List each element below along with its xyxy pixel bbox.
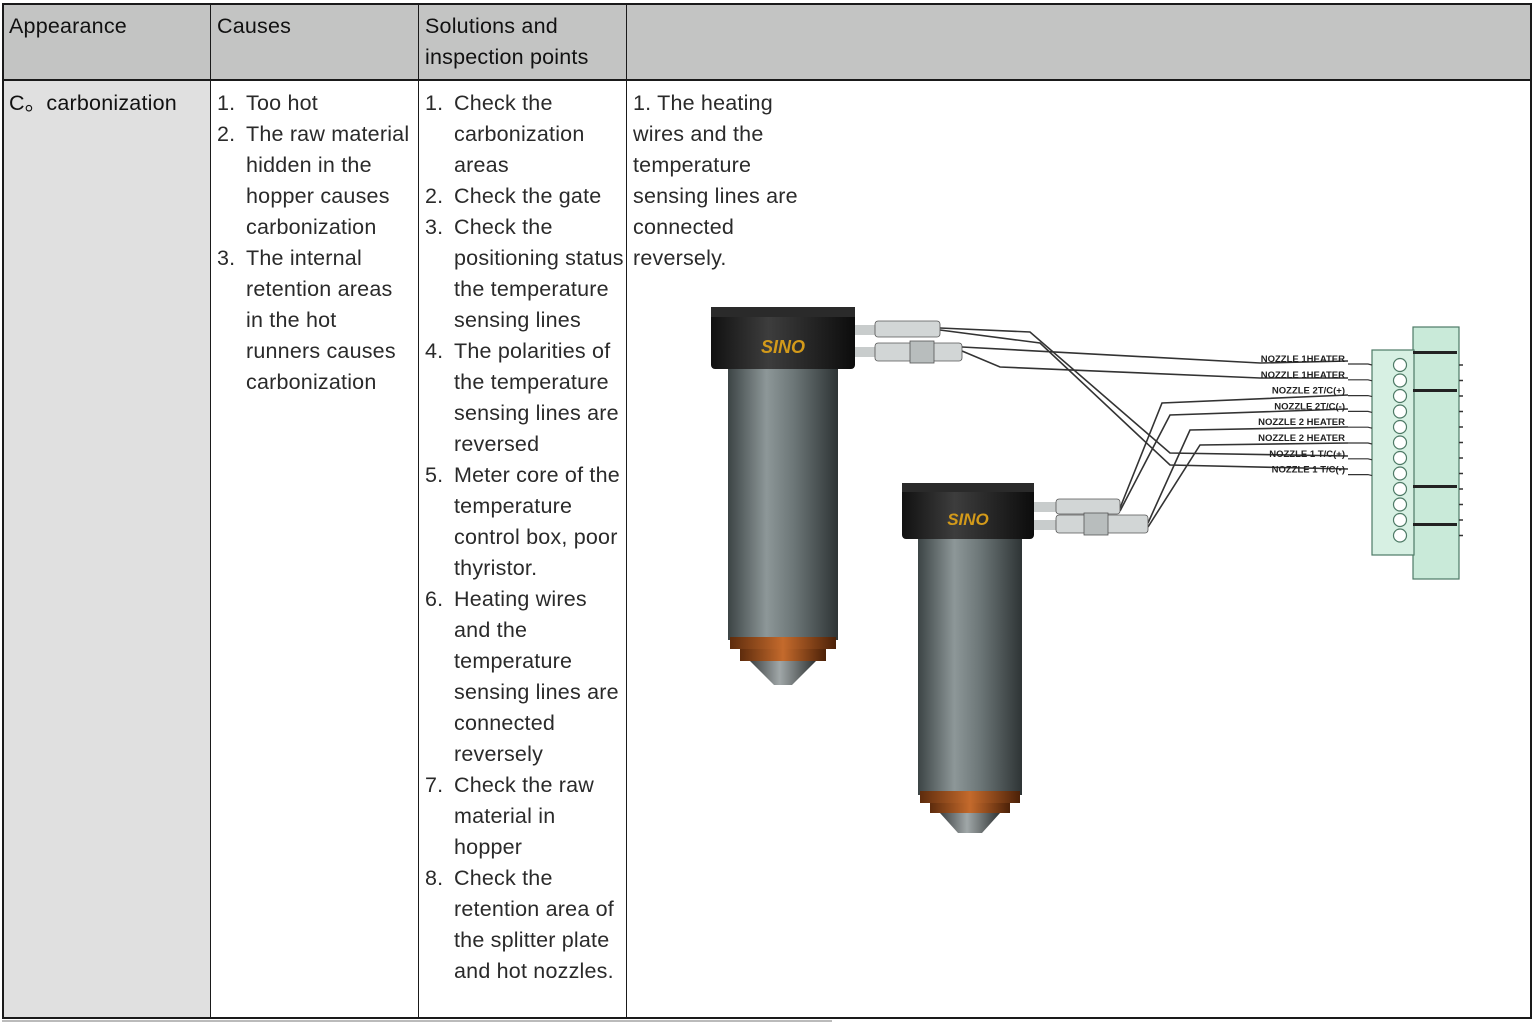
- cause-item-2: 2. The raw material hidden in the hopper …: [217, 119, 412, 243]
- terminal-label: NOZZLE 2T/C(+): [1272, 386, 1345, 397]
- cause-item-1: 1. Too hot: [217, 88, 412, 119]
- terminal-screw: [1392, 497, 1408, 512]
- solution-item-4: 4. The polarities of the temperature sens…: [425, 336, 625, 460]
- terminal-label: NOZZLE 1HEATER: [1261, 354, 1345, 365]
- brand-logo-2: SINO: [947, 510, 989, 529]
- list-number: 6.: [425, 587, 444, 611]
- terminal-label: NOZZLE 1HEATER: [1261, 370, 1345, 381]
- column-divider: [210, 5, 211, 1017]
- terminal-lead: [1348, 458, 1373, 461]
- wires: [939, 327, 1349, 528]
- terminal-lead: [1348, 363, 1373, 366]
- list-text: Check the retention area of the splitter…: [454, 866, 614, 983]
- list-text: The raw material hidden in the hopper ca…: [246, 122, 410, 239]
- terminal-screw: [1392, 357, 1408, 373]
- list-text: Meter core of the temperature control bo…: [454, 463, 620, 580]
- note-text: 1. The heating wires and the temperature…: [633, 91, 798, 270]
- table-header-row: [4, 5, 1530, 81]
- column-divider: [626, 5, 627, 1017]
- solution-item-7: 7. Check the raw material in hopper: [425, 770, 625, 863]
- solution-item-5: 5. Meter core of the temperature control …: [425, 460, 625, 584]
- list-number: 2.: [425, 184, 444, 208]
- solution-item-3: 3. Check the positioning status the tempe…: [425, 212, 625, 336]
- appearance-column-shade: [4, 81, 210, 1017]
- solution-item-1: 1. Check the carbonization areas: [425, 88, 625, 181]
- header-solutions: Solutions and inspection points: [425, 14, 589, 69]
- terminal-label: NOZZLE 2 HEATER: [1258, 433, 1345, 444]
- terminal-lead: [1348, 426, 1373, 429]
- terminal-screw: [1392, 388, 1408, 404]
- terminal-screw: [1392, 528, 1408, 543]
- terminal-lead: [1348, 474, 1373, 477]
- solutions-list: 1. Check the carbonization areas 2. Check t…: [425, 88, 625, 987]
- troubleshooting-table: Appearance Causes Solutions and inspecti…: [2, 3, 1532, 1019]
- nozzle-2: [902, 483, 1149, 833]
- terminal-screw: [1392, 373, 1408, 388]
- terminal-screw: [1392, 481, 1408, 497]
- list-number: 1.: [217, 91, 236, 115]
- terminal-screw: [1392, 466, 1408, 481]
- header-causes: Causes: [217, 14, 292, 38]
- list-text: The internal retention areas in the hot …: [246, 246, 396, 394]
- terminal-screw: [1392, 404, 1408, 419]
- list-number: 5.: [425, 463, 444, 487]
- list-text: Check the carbonization areas: [454, 91, 585, 177]
- list-text: Check the gate: [454, 184, 602, 208]
- terminal-screw: [1392, 419, 1408, 435]
- list-text: Check the positioning status the tempera…: [454, 215, 624, 332]
- terminal-lead: [1348, 394, 1373, 398]
- list-number: 1.: [425, 91, 444, 115]
- solution-item-6: 6. Heating wires and the temperature sens…: [425, 584, 625, 770]
- list-number: 2.: [217, 122, 236, 146]
- terminal-label: NOZZLE 1 T/C(+): [1269, 449, 1345, 460]
- list-number: 3.: [217, 246, 236, 270]
- list-number: 7.: [425, 773, 444, 797]
- cause-item-3: 3. The internal retention areas in the ho…: [217, 243, 412, 398]
- terminal-lead: [1348, 442, 1373, 445]
- terminal-label: NOZZLE 2 HEATER: [1258, 417, 1345, 428]
- list-text: The polarities of the temperature sensin…: [454, 339, 619, 456]
- terminal-label: NOZZLE 1 T/C(-): [1272, 465, 1345, 476]
- terminal-label: NOZZLE 2T/C(-): [1274, 401, 1345, 412]
- terminal-screw: [1392, 435, 1408, 450]
- list-text: Heating wires and the temperature sensin…: [454, 587, 619, 766]
- list-number: 3.: [425, 215, 444, 239]
- header-appearance: Appearance: [9, 14, 127, 38]
- solution-item-8: 8. Check the retention area of the splitt…: [425, 863, 625, 987]
- list-number: 4.: [425, 339, 444, 363]
- page-bottom-rule: [2, 1020, 832, 1022]
- terminal-screw: [1392, 450, 1408, 466]
- causes-list: 1. Too hot 2. The raw material hidden in th…: [217, 88, 412, 398]
- list-text: Check the raw material in hopper: [454, 773, 595, 859]
- brand-logo-1: SINO: [761, 337, 805, 357]
- solution-item-2: 2. Check the gate: [425, 181, 625, 212]
- terminal-screw: [1392, 512, 1408, 528]
- list-number: 8.: [425, 866, 444, 890]
- terminal-block: NOZZLE 1HEATER NOZZLE 1HEATER NOZZLE 2T/C(…: [1258, 326, 1463, 580]
- appearance-cell: C。carbonization: [9, 91, 177, 115]
- terminal-lead: [1348, 379, 1373, 382]
- nozzle-1: [711, 307, 963, 685]
- column-divider: [418, 5, 419, 1017]
- list-text: Too hot: [246, 91, 318, 115]
- terminal-lead: [1348, 410, 1373, 413]
